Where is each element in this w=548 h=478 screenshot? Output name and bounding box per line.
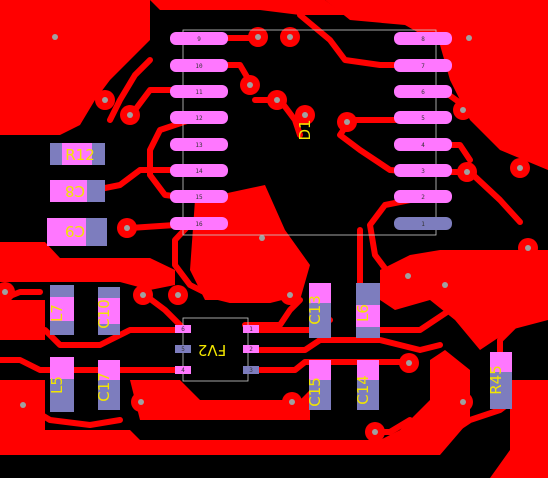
c13-component: C13: [306, 283, 331, 338]
c10-label: C10: [95, 299, 113, 329]
fv2-pin-4: 4: [181, 367, 185, 374]
d1-pin-7: 7: [421, 63, 425, 70]
l5-component: L5: [48, 357, 74, 412]
d1-label: D1: [296, 119, 314, 140]
d1-pin-2: 2: [421, 194, 425, 201]
r12-component: R12: [50, 143, 105, 165]
d1-pin-12: 12: [195, 115, 203, 122]
c13-label: C13: [306, 295, 324, 325]
fv2-component: 6 5 4 1 2 3 FV2: [175, 317, 259, 382]
l6-label: L6: [354, 304, 372, 322]
c8-component: C8: [50, 180, 105, 202]
c17-label: C17: [95, 372, 113, 402]
fv2-pin-3: 3: [249, 367, 253, 374]
l5-label: L5: [48, 376, 66, 394]
vias: [0, 27, 538, 442]
d1-pin-14: 14: [195, 168, 203, 175]
d1-right-pins: 8 7 6 5 4 3 2 1: [394, 32, 452, 230]
c14-label: C14: [354, 375, 372, 405]
fv2-pin-2: 2: [249, 346, 253, 353]
d1-outline: [182, 29, 437, 236]
fv2-pin-1: 1: [249, 326, 253, 333]
c15-component: C15: [306, 360, 331, 410]
d1-pin-9: 9: [197, 36, 201, 43]
r12-label: R12: [65, 146, 95, 164]
r45-label: R45: [487, 365, 505, 395]
c9-label: C9: [65, 222, 85, 240]
c14-component: C14: [354, 360, 379, 410]
l7-component: L7: [48, 285, 74, 335]
fv2-pin-5: 5: [181, 346, 185, 353]
d1-pin-6: 6: [421, 89, 425, 96]
d1-pin-10: 10: [195, 63, 203, 70]
d1-pin-15: 15: [195, 194, 203, 201]
fv2-pin-6: 6: [181, 326, 185, 333]
d1-pin-3: 3: [421, 168, 425, 175]
fv2-label: FV2: [198, 341, 226, 359]
c10-component: C10: [95, 287, 120, 335]
c8-label: C8: [65, 182, 85, 200]
d1-pin-4: 4: [421, 142, 425, 149]
d1-pin-1: 1: [421, 221, 425, 228]
c9-component: C9: [47, 218, 107, 246]
c17-component: C17: [95, 360, 120, 410]
d1-pin-11: 11: [195, 89, 203, 96]
d1-pin-5: 5: [421, 115, 425, 122]
l7-label: L7: [48, 304, 66, 322]
d1-pin-16: 16: [195, 221, 203, 228]
d1-left-pins: 9 10 11 12 13 14 15 16: [170, 32, 228, 230]
l6-component: L6: [354, 283, 380, 338]
d1-pin-8: 8: [421, 36, 425, 43]
r45-component: R45: [487, 352, 512, 409]
d1-pin-13: 13: [195, 142, 203, 149]
c15-label: C15: [306, 377, 324, 407]
